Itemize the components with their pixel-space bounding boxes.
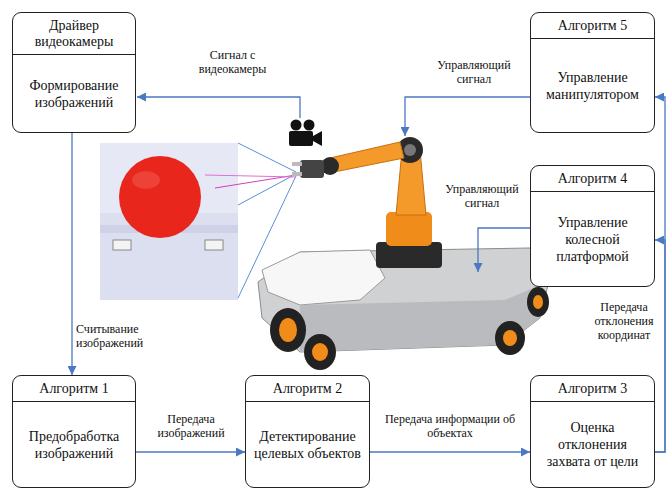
box-body: Предобработка изображений (13, 402, 135, 487)
flow-arrow (370, 451, 530, 452)
gripper (300, 160, 324, 178)
flow-arrow (136, 451, 245, 452)
wheel (527, 287, 549, 317)
process-box: Алгоритм 1Предобработка изображений (12, 375, 136, 488)
gripper-finger-right (205, 240, 223, 250)
box-heading: Алгоритм 3 (531, 376, 654, 402)
camera-reel (291, 120, 302, 131)
platform-side (300, 285, 540, 352)
manipulator-arm (292, 137, 442, 268)
arm-forearm (330, 142, 404, 172)
edge-label: Передача отклонения координат (588, 300, 660, 342)
process-box: Драйвер видеокамерыФормирование изображе… (12, 12, 136, 133)
gripper-jaw (292, 172, 302, 176)
wheel-hub (312, 343, 328, 361)
arm-elbow-cap (404, 144, 416, 156)
process-box: Алгоритм 2Детектирование целевых объекто… (245, 375, 370, 488)
box-heading: Драйвер видеокамеры (13, 13, 135, 55)
edge-label: Считывание изображений (76, 322, 186, 350)
box-heading: Алгоритм 2 (246, 376, 369, 402)
process-box: Алгоритм 3Оценка отклонения захвата от ц… (530, 375, 655, 488)
arm-turret (386, 212, 432, 246)
box-heading: Алгоритм 4 (531, 166, 654, 192)
wheel-hub (503, 330, 517, 346)
box-body: Управление колесной платформой (531, 192, 654, 286)
box-heading: Алгоритм 1 (13, 376, 135, 402)
process-box: Алгоритм 5Управление манипулятором (530, 12, 655, 133)
wheel-hub (279, 318, 297, 342)
flow-arrow (655, 97, 665, 452)
box-body: Управление манипулятором (531, 39, 654, 132)
flow-arrow (71, 133, 72, 375)
camera-body (289, 131, 313, 146)
box-body: Детектирование целевых объектов (246, 402, 369, 487)
box-heading: Алгоритм 5 (531, 13, 654, 39)
signal-label: Сигнал с видеокамеры (185, 48, 280, 76)
signal-label: Управляющий сигнал (420, 58, 528, 86)
sphere-highlight (132, 171, 160, 189)
wheel (270, 308, 306, 352)
edge-label: Передача изображений (140, 412, 242, 440)
camera-lens (313, 131, 322, 146)
control-signal-arrow (405, 97, 530, 136)
red-sphere (119, 156, 201, 238)
control-signal-arrow (478, 228, 530, 272)
camera-signal-arrow (137, 97, 300, 118)
gripper-finger-left (113, 240, 131, 250)
platform-top-panel (262, 250, 385, 305)
flow-arrow (655, 240, 665, 452)
view-line (238, 143, 296, 172)
wheel-hub (533, 295, 543, 309)
box-body: Оценка отклонения захвата от цели (531, 402, 654, 487)
edge-label: Передача информации об объектах (374, 412, 526, 440)
wheel (495, 321, 525, 355)
gripper-jaw (292, 162, 302, 166)
wheel (304, 334, 336, 370)
camera-reel (304, 120, 315, 131)
inset-ground (100, 143, 238, 300)
process-box: Алгоритм 4Управление колесной платформой (530, 165, 655, 287)
box-body: Формирование изображений (13, 55, 135, 132)
signal-label: Управляющий сигнал (432, 182, 532, 210)
view-line (238, 174, 296, 205)
camera-view-inset (100, 143, 238, 300)
laser-line (205, 175, 296, 177)
camera-icon (289, 120, 322, 147)
